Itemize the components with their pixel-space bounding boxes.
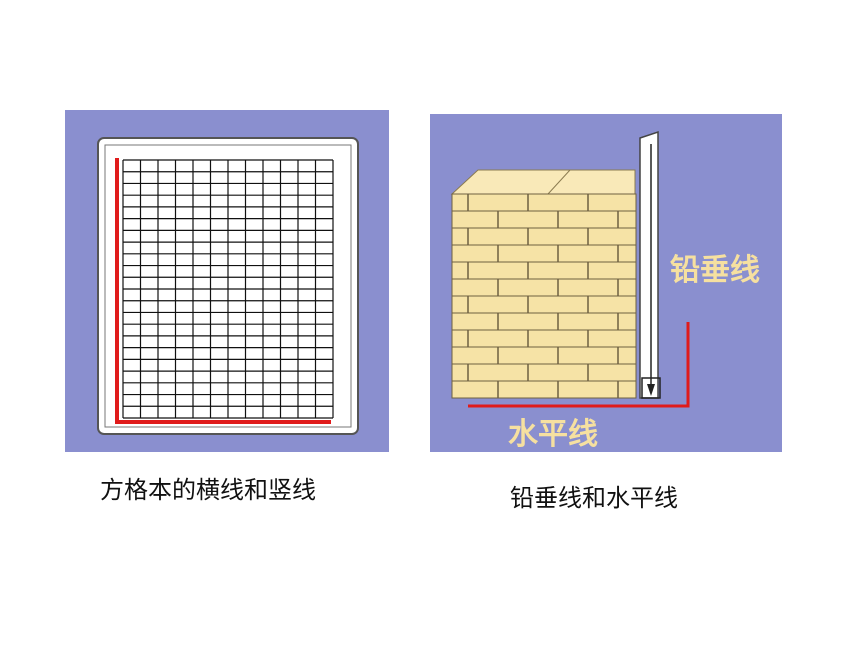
left-caption: 方格本的横线和竖线 — [100, 476, 316, 504]
notebook-grid-figure — [65, 110, 389, 452]
plumb-bob-icon — [647, 384, 655, 396]
wall-top — [450, 169, 636, 195]
brick-courses — [452, 193, 636, 398]
notebook-grid-lines — [122, 159, 334, 419]
notebook-grid-drawing — [97, 137, 359, 435]
right-caption: 铅垂线和水平线 — [510, 484, 678, 512]
horizontal-line-label: 水平线 — [508, 417, 598, 452]
plumb-line-figure: 铅垂线 水平线 — [430, 114, 782, 452]
vertical-line-label: 铅垂线 — [670, 253, 760, 288]
plumb-line-drawing: 铅垂线 水平线 — [450, 130, 760, 452]
plumb-post — [639, 130, 659, 399]
red-vertical-horizontal-highlight — [468, 322, 690, 408]
red-vertical-horizontal-highlight — [115, 158, 331, 424]
plumb-base — [641, 377, 661, 399]
